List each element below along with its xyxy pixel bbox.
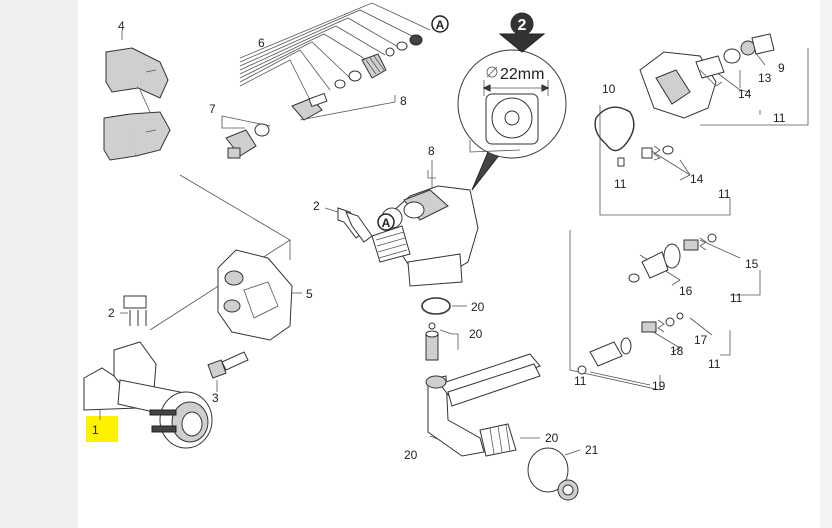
part-5-drawing xyxy=(217,249,293,341)
part-10-drawing xyxy=(594,106,635,152)
pump-head-drawing xyxy=(371,185,479,287)
callout-marker-a-center: A xyxy=(377,213,395,231)
label-part-2-left: 2 xyxy=(108,306,115,320)
svg-text:A: A xyxy=(382,216,391,230)
label-part-2-upper: 2 xyxy=(313,199,320,213)
label-part-21: 21 xyxy=(585,443,599,457)
label-part-20-b: 20 xyxy=(469,327,483,341)
detail-callout: 22mm xyxy=(457,49,567,191)
label-part-4: 4 xyxy=(118,19,125,33)
part-4-drawing xyxy=(103,47,171,161)
detail-badge-number: 2 xyxy=(518,17,527,34)
label-part-11-b: 11 xyxy=(614,177,627,191)
right-upper-valve-drawing xyxy=(639,33,775,119)
right-margin-strip xyxy=(820,0,832,528)
leader-lines xyxy=(99,2,809,456)
part-3-drawing xyxy=(207,351,249,379)
part-1-highlight xyxy=(86,416,118,442)
label-part-19: 19 xyxy=(652,379,666,393)
detail-dimension-label: 22mm xyxy=(500,66,544,83)
label-part-11-c: 11 xyxy=(718,187,731,201)
label-part-14-b: 14 xyxy=(690,172,704,186)
outlet-tube-drawing xyxy=(425,353,579,501)
part-2-upper-drawing xyxy=(337,207,373,243)
part-17-18-19-drawing xyxy=(577,312,684,375)
detail-badge: 2 xyxy=(498,12,546,53)
part-10-small-pin xyxy=(617,157,625,167)
label-part-16: 16 xyxy=(679,284,693,298)
label-part-14-a: 14 xyxy=(738,87,752,101)
label-part-15: 15 xyxy=(745,257,759,271)
part-labels: 1 2 2 3 4 5 6 7 8 8 9 10 11 11 11 11 11 … xyxy=(92,19,786,462)
label-part-9: 9 xyxy=(778,61,785,75)
label-part-13: 13 xyxy=(758,71,772,85)
label-part-18: 18 xyxy=(670,344,684,358)
label-part-3: 3 xyxy=(212,391,219,405)
label-part-20-a: 20 xyxy=(471,300,485,314)
part-15-16-drawing xyxy=(628,233,717,283)
label-part-8-upper: 8 xyxy=(400,94,407,108)
label-part-20-d: 20 xyxy=(545,431,559,445)
label-part-6: 6 xyxy=(258,36,265,50)
part-6-8-valve-parts xyxy=(225,34,423,159)
label-part-11-e: 11 xyxy=(708,357,721,371)
label-part-17: 17 xyxy=(694,333,708,347)
part-1-drawing xyxy=(83,295,213,449)
part-20-drawing xyxy=(421,297,451,361)
label-part-10: 10 xyxy=(602,82,616,96)
label-part-11-f: 11 xyxy=(574,374,587,388)
label-part-7: 7 xyxy=(209,102,216,116)
label-part-11-a: 11 xyxy=(773,111,786,125)
label-part-1: 1 xyxy=(92,423,99,437)
label-part-11-d: 11 xyxy=(730,291,743,305)
part-14-drawing xyxy=(641,145,674,161)
left-margin-strip xyxy=(0,0,78,528)
callout-marker-a-upper: A xyxy=(431,15,449,33)
label-part-8-center: 8 xyxy=(428,144,435,158)
label-part-5: 5 xyxy=(306,287,313,301)
label-part-20-c: 20 xyxy=(404,448,418,462)
svg-text:A: A xyxy=(436,18,445,32)
